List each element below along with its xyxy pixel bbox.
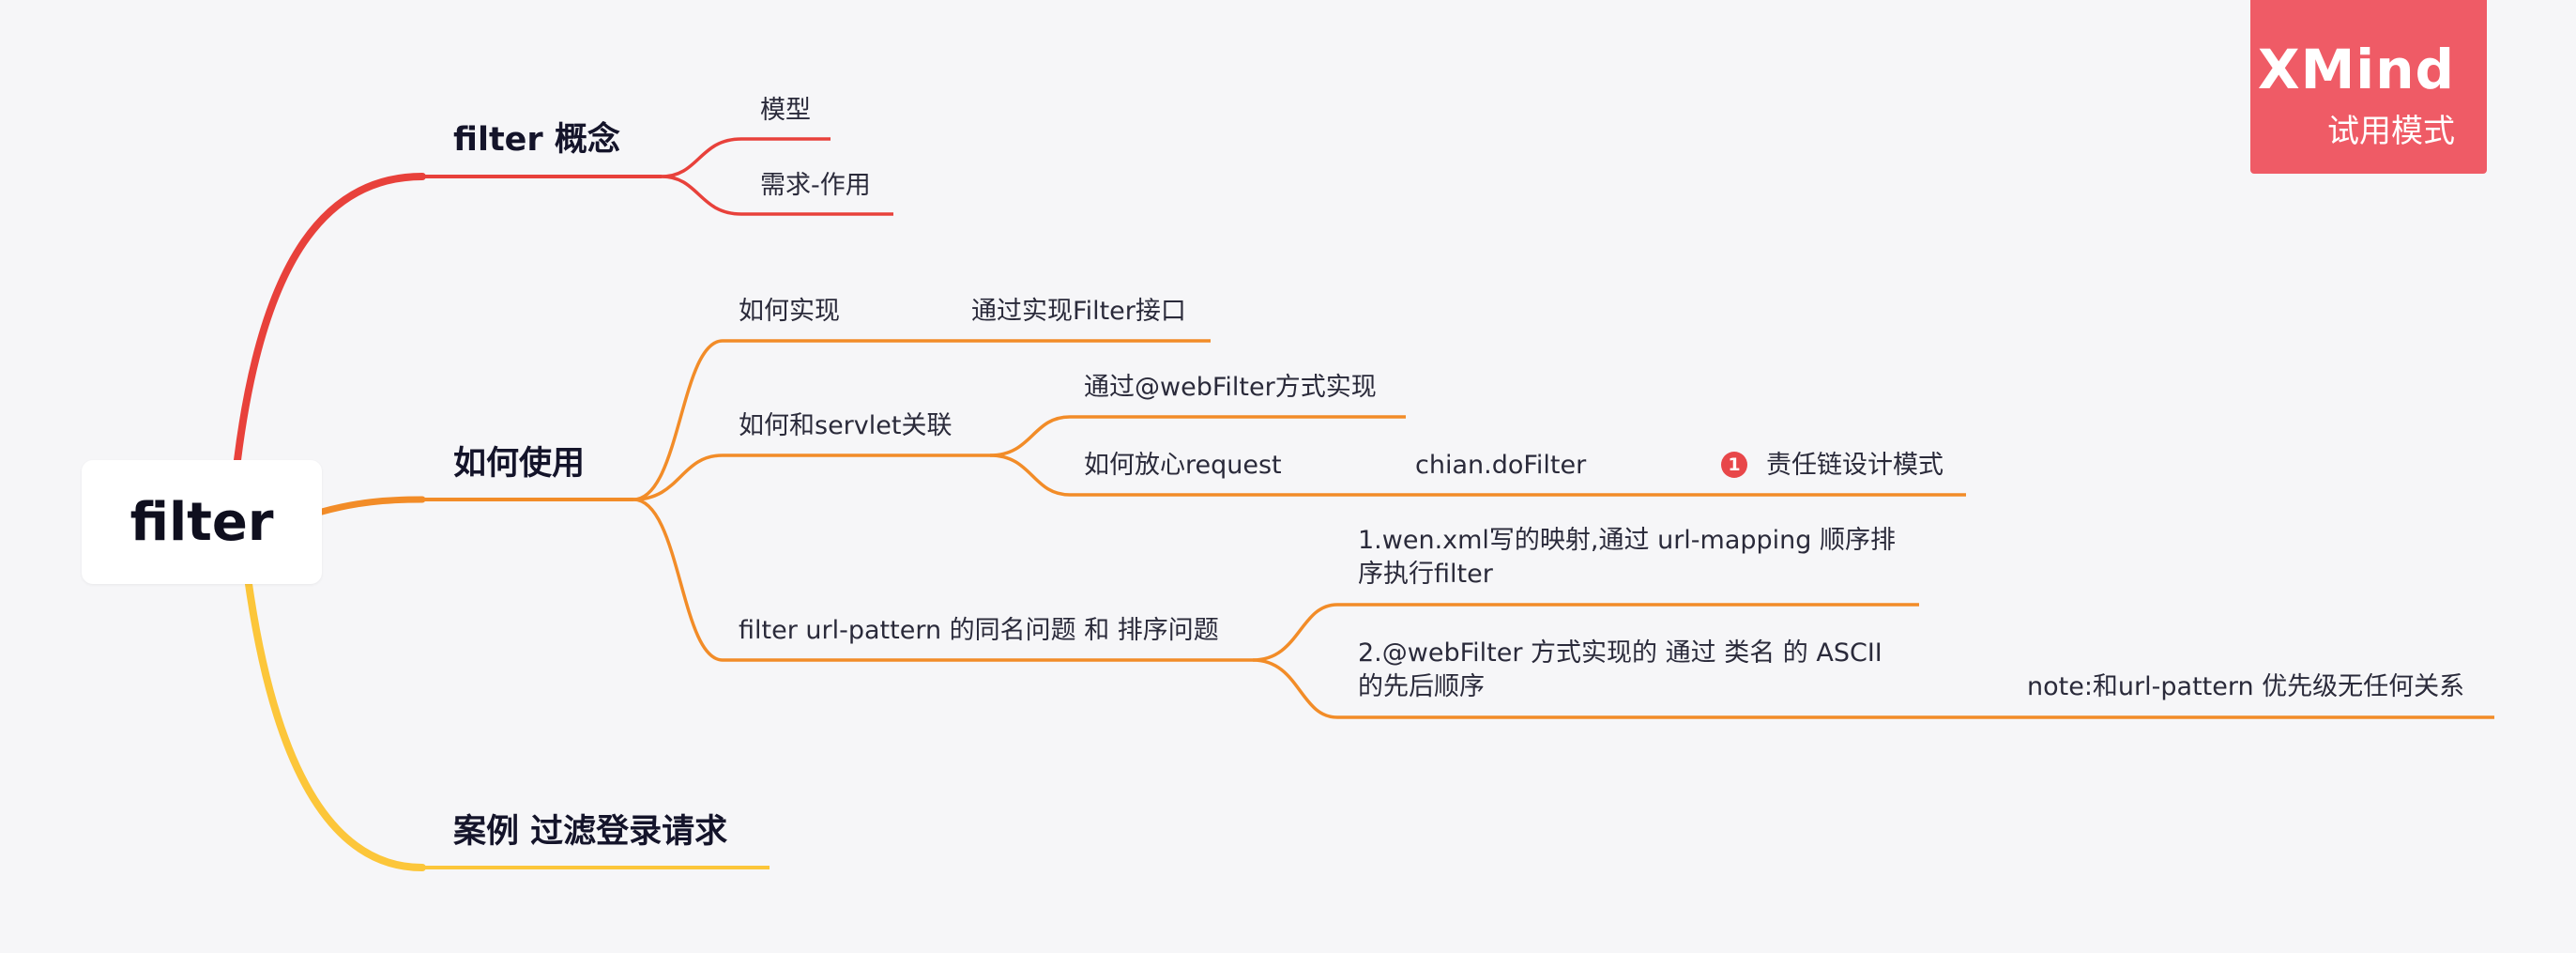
watermark-brand: XMind — [2257, 38, 2455, 101]
topic-how-implement[interactable]: 如何实现 — [739, 297, 840, 326]
connector-usage-impl — [633, 339, 1211, 501]
connector-root-concept — [234, 173, 426, 464]
connector-usage-servlet — [633, 453, 990, 501]
connector-servlet-request — [989, 453, 1966, 497]
branch-case-label[interactable]: 案例 过滤登录请求 — [453, 813, 728, 851]
connector-root-usage — [318, 496, 426, 515]
root-topic-label: filter — [130, 491, 274, 553]
connector-usage-pattern — [633, 498, 1253, 662]
topic-release-request[interactable]: 如何放心request — [1084, 451, 1282, 480]
topic-purpose[interactable]: 需求-作用 — [760, 171, 871, 200]
topic-webfilter-ascii-order[interactable]: 2.@webFilter 方式实现的 通过 类名 的 ASCII 的先后顺序 — [1358, 638, 1882, 701]
watermark-mode: 试用模式 — [2327, 113, 2455, 150]
topic-chain-of-responsibility[interactable]: 责任链设计模式 — [1766, 451, 1943, 480]
topic-servlet-link[interactable]: 如何和servlet关联 — [739, 411, 953, 440]
connector-concept-purpose — [661, 175, 893, 216]
topic-webfilter-annotation[interactable]: 通过@webFilter方式实现 — [1084, 373, 1377, 402]
topic-note-priority[interactable]: note:和url-pattern 优先级无任何关系 — [2027, 672, 2465, 701]
connector-pattern-webxml — [1252, 603, 1919, 662]
branch-concept-label[interactable]: filter 概念 — [453, 121, 620, 159]
topic-chain-dofilter[interactable]: chian.doFilter — [1415, 451, 1587, 480]
root-topic[interactable]: filter — [82, 460, 322, 584]
priority-1-icon: 1 — [1721, 452, 1747, 478]
topic-webxml-order[interactable]: 1.wen.xml写的映射,通过 url-mapping 顺序排序执行filte… — [1358, 526, 1897, 589]
connector-root-case — [245, 580, 426, 871]
topic-url-pattern-issues[interactable]: filter url-pattern 的同名问题 和 排序问题 — [739, 616, 1219, 645]
branch-usage-label[interactable]: 如何使用 — [453, 445, 586, 483]
connector-pattern-ascii — [1252, 658, 2494, 719]
connector-concept-model — [661, 137, 831, 178]
xmind-trial-watermark: XMind 试用模式 — [2250, 0, 2487, 174]
topic-model[interactable]: 模型 — [760, 96, 811, 125]
connector-servlet-webfilter — [989, 415, 1406, 457]
topic-implement-filter-interface[interactable]: 通过实现Filter接口 — [971, 297, 1186, 326]
